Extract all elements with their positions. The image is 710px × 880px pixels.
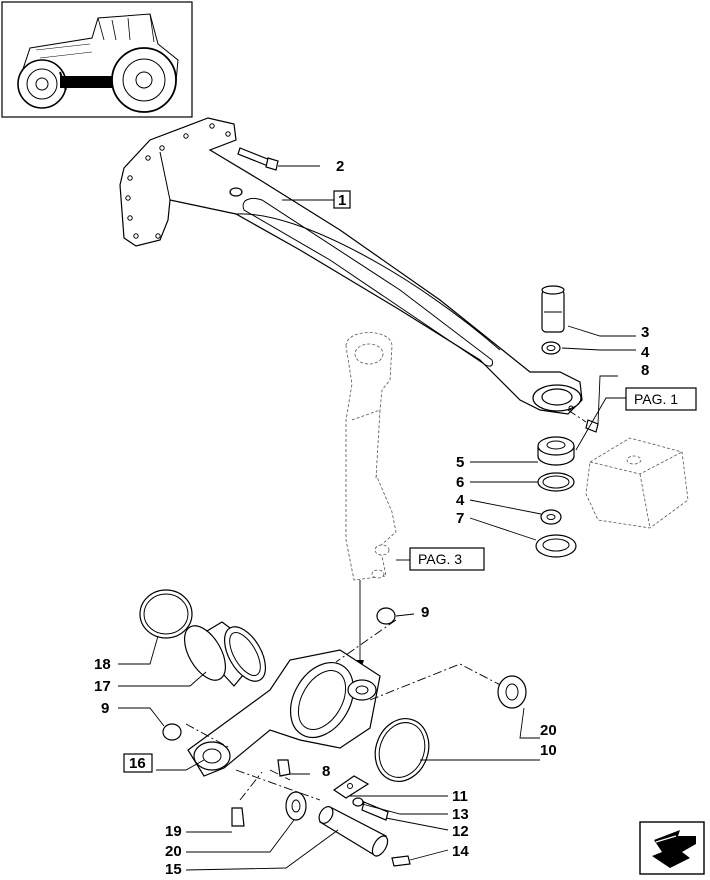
pin-15 [318,806,389,857]
callout-7: 7 [456,510,464,527]
callout-12: 12 [452,823,469,840]
callout-8-lower: 8 [322,763,330,780]
grease-nipple-8-upper [567,409,599,433]
callout-labels: 2 1 3 4 8 5 6 4 7 9 18 17 9 20 10 16 8 1… [94,158,650,878]
callout-18: 18 [94,656,111,673]
washer-13 [352,797,364,807]
grease-nipple-19 [231,807,245,827]
callout-2: 2 [336,158,344,175]
bushing-5 [537,436,575,466]
callout-6: 6 [456,474,464,491]
next-page-arrow-icon[interactable] [639,821,705,875]
callout-3: 3 [641,324,649,341]
callout-5: 5 [456,454,464,471]
callout-1: 1 [338,192,346,209]
tractor-thumbnail-icon [1,1,193,118]
washer-4-lower [540,509,562,525]
grease-nipple-8-lower [277,759,291,777]
page-ref-pag3[interactable]: PAG. 3 [409,547,485,571]
pin-3 [541,285,565,333]
callout-16: 16 [129,755,146,772]
callout-9-lower: 9 [101,700,109,717]
callout-9-upper: 9 [421,604,429,621]
callout-19: 19 [165,823,182,840]
callout-20-right: 20 [540,722,557,739]
callout-11: 11 [452,788,468,805]
callout-13: 13 [452,806,469,823]
lift-cylinder-ghost [345,332,397,581]
ring-18 [139,589,193,639]
callout-8-upper: 8 [641,362,649,379]
callout-4-lower: 4 [456,492,465,509]
ring-10 [374,718,430,782]
callout-10: 10 [540,742,557,759]
callout-14: 14 [452,843,469,860]
callout-20-lower: 20 [165,843,182,860]
lift-arm [119,117,583,415]
lower-arm-16 [187,649,381,777]
bushing-20-right [497,675,527,709]
page-ref-pag1[interactable]: PAG. 1 [625,387,697,411]
snap-ring-9-upper [376,607,396,625]
washer-4-upper [541,341,561,355]
callout-4-upper: 4 [641,344,650,361]
rear-housing-ghost [585,437,689,529]
plate-11 [332,775,370,799]
sleeve-17 [183,621,267,687]
bolt-2 [237,147,320,171]
callout-17: 17 [94,678,111,695]
snap-ring-9-lower [162,723,182,741]
seal-7 [535,534,577,558]
page-ref-pag3-label: PAG. 3 [418,551,462,567]
page-ref-pag1-label: PAG. 1 [634,391,678,407]
bushing-20-lower [285,791,307,821]
leader-lines [118,199,636,871]
bolt-14 [391,855,411,867]
callout-15: 15 [165,861,182,878]
